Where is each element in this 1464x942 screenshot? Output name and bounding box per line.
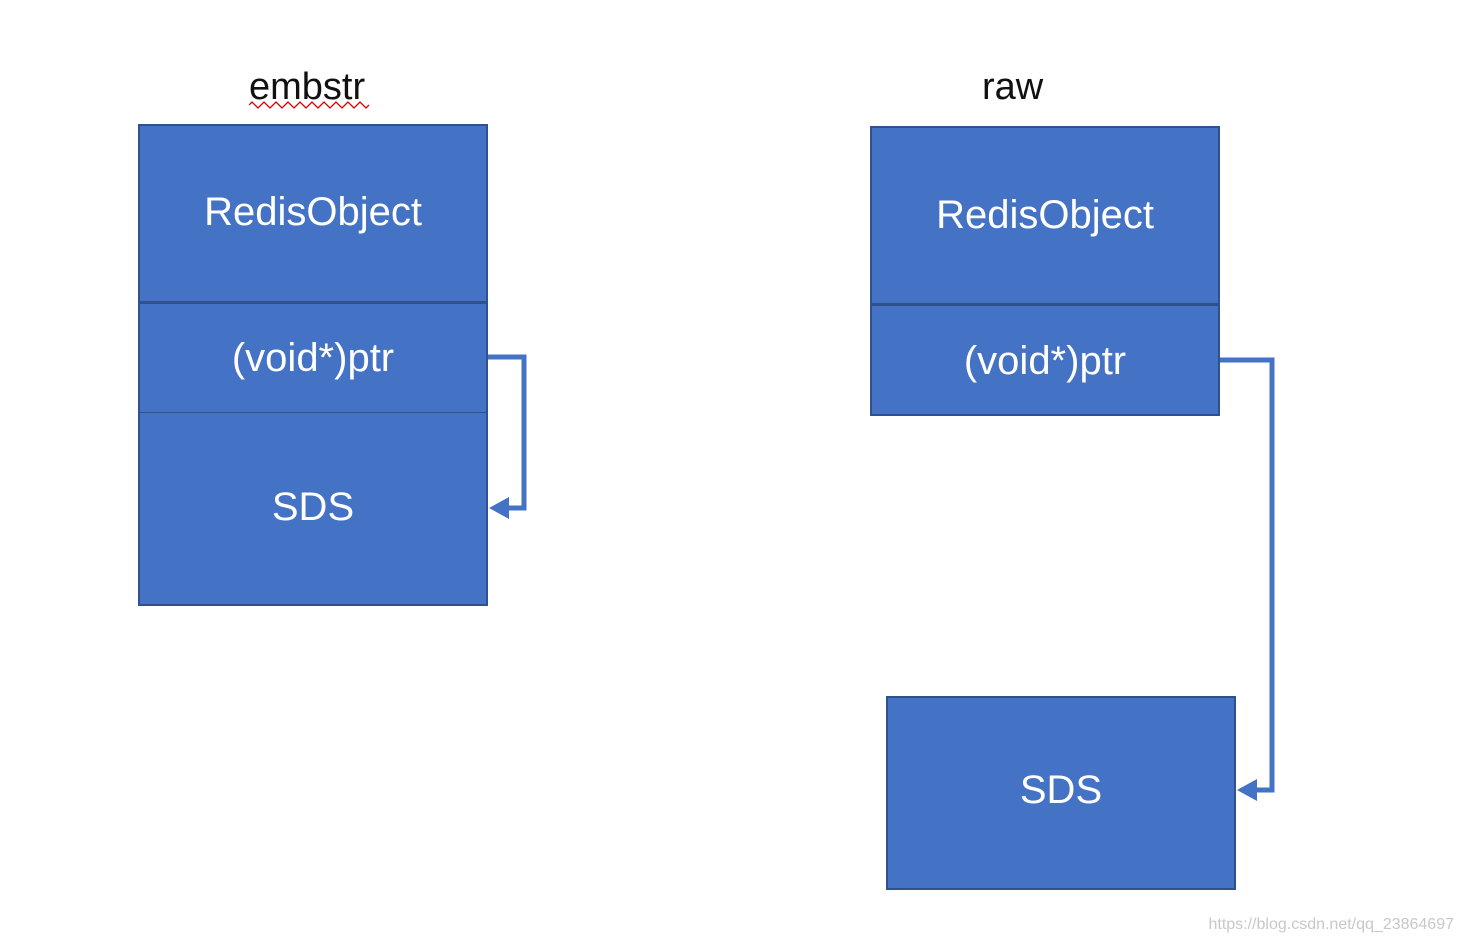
embstr-redisobject-label: RedisObject	[204, 190, 422, 234]
raw-pointer-arrow	[1220, 357, 1275, 801]
watermark: https://blog.csdn.net/qq_23864697	[1208, 916, 1454, 933]
raw-divider-header	[872, 303, 1218, 306]
raw-title: raw	[982, 66, 1044, 108]
embstr-divider-pointer	[140, 412, 486, 413]
raw-redisobject-label: RedisObject	[936, 193, 1154, 237]
raw-ptr-label: (void*)ptr	[963, 339, 1127, 383]
embstr-ptr-label: (void*)ptr	[231, 336, 395, 380]
raw-object-block	[870, 126, 1220, 416]
embstr-block	[138, 124, 488, 606]
raw-sds-label: SDS	[1019, 768, 1103, 812]
spellcheck-underline	[249, 101, 370, 109]
embstr-title: embstr	[249, 66, 366, 108]
embstr-sds-label: SDS	[271, 485, 355, 529]
raw-sds-block	[886, 696, 1236, 890]
embstr-divider-header	[140, 301, 486, 304]
embstr-pointer-arrow	[488, 354, 527, 519]
